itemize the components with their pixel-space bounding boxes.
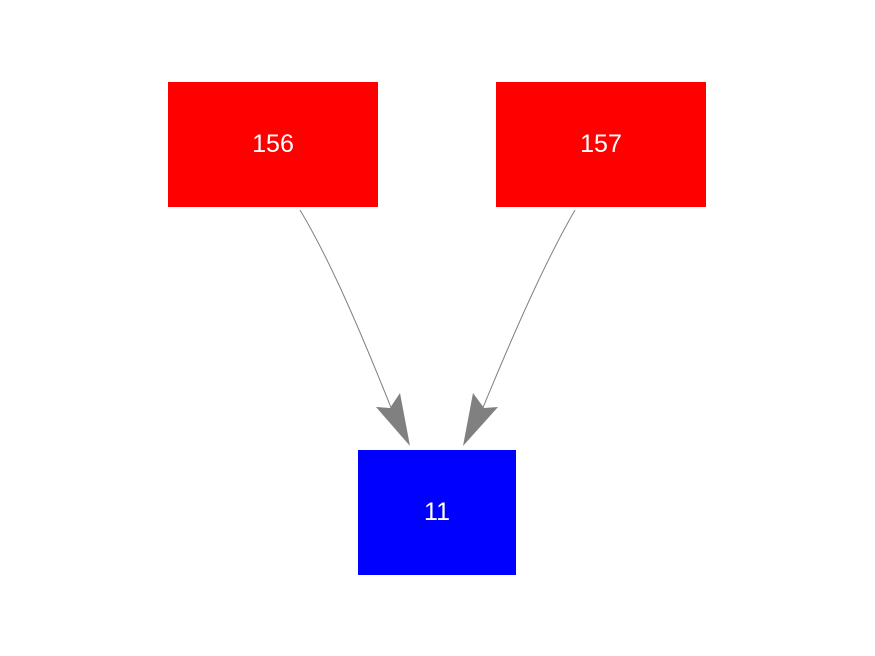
edge-156-to-11 xyxy=(299,209,393,411)
node-label: 156 xyxy=(252,130,294,158)
arrowhead-156-to-11 xyxy=(376,393,410,446)
node-11[interactable]: 11 xyxy=(358,450,516,575)
arrowhead-157-to-11 xyxy=(463,393,498,446)
node-label: 157 xyxy=(580,130,622,158)
node-156[interactable]: 156 xyxy=(168,82,378,207)
node-157[interactable]: 157 xyxy=(496,82,706,207)
edge-157-to-11 xyxy=(481,209,576,411)
node-label: 11 xyxy=(424,498,450,526)
